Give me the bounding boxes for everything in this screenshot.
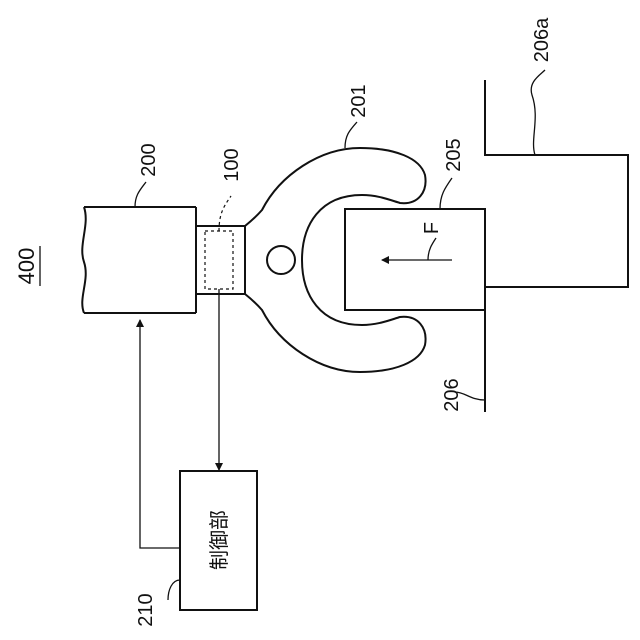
controller: 制御部 210 xyxy=(135,471,257,627)
force-label: F xyxy=(421,222,443,234)
robot-arm: 200 xyxy=(82,143,196,313)
arm-label: 200 xyxy=(138,143,160,176)
workpiece-label: 205 xyxy=(443,138,465,171)
table-surface-label: 206a xyxy=(531,17,553,62)
wrist-section: 100 xyxy=(196,148,245,294)
controller-text: 制御部 xyxy=(208,510,231,570)
gripper-label: 201 xyxy=(348,84,370,117)
gripper-pivot xyxy=(267,246,295,274)
gripper-claw: 201 xyxy=(245,84,426,372)
controller-label: 210 xyxy=(135,593,157,626)
controller-to-arm-line xyxy=(140,320,180,548)
figure-number-group: 400 xyxy=(14,246,40,286)
table: 206a 206 xyxy=(441,17,628,412)
force-sensor-dashed xyxy=(205,231,233,289)
table-label: 206 xyxy=(441,378,463,411)
sensor-label: 100 xyxy=(221,148,243,181)
figure-number: 400 xyxy=(14,248,39,285)
arm-break-line xyxy=(82,207,85,313)
